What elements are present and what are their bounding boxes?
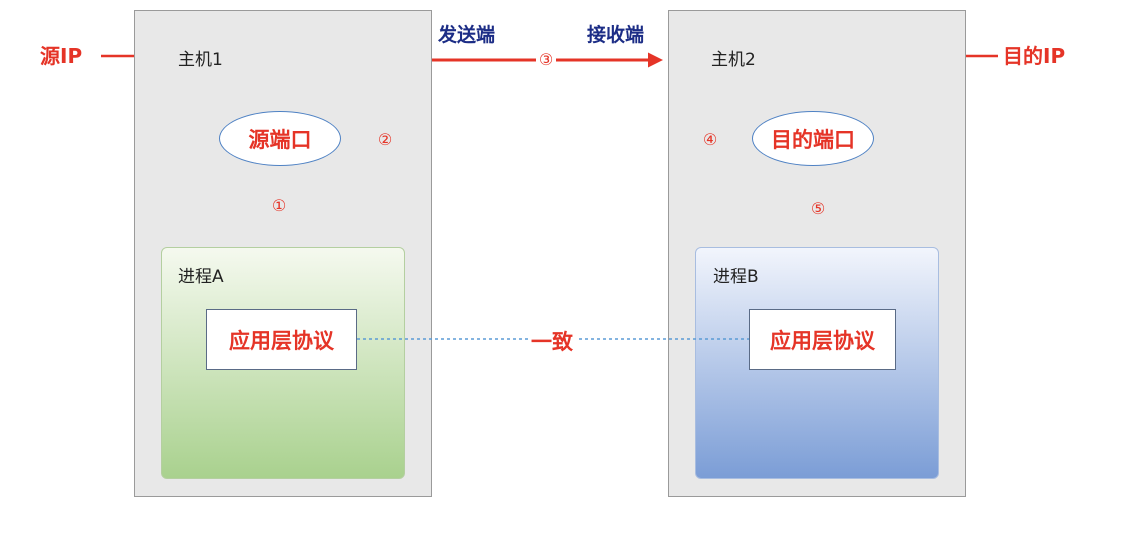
step-5-label: ⑤ — [808, 199, 828, 219]
dest-ip-label: 目的IP — [1003, 44, 1066, 68]
source-ip-label: 源IP — [40, 44, 83, 68]
consistent-label: 一致 — [528, 326, 576, 356]
app-protocol-b: 应用层协议 — [749, 309, 896, 370]
host-2-label: 主机2 — [711, 50, 756, 70]
process-b-label: 进程B — [713, 267, 759, 287]
process-a-label: 进程A — [178, 267, 224, 287]
step-1-label: ① — [269, 196, 289, 216]
step-3-label: ③ — [536, 50, 556, 70]
sender-label: 发送端 — [438, 24, 496, 46]
dest-port: 目的端口 — [752, 111, 874, 166]
step-2-label: ② — [375, 130, 395, 150]
source-port: 源端口 — [219, 111, 341, 166]
app-protocol-a: 应用层协议 — [206, 309, 357, 370]
receiver-label: 接收端 — [587, 24, 645, 46]
host-1-label: 主机1 — [178, 50, 223, 70]
step-4-label: ④ — [700, 130, 720, 150]
